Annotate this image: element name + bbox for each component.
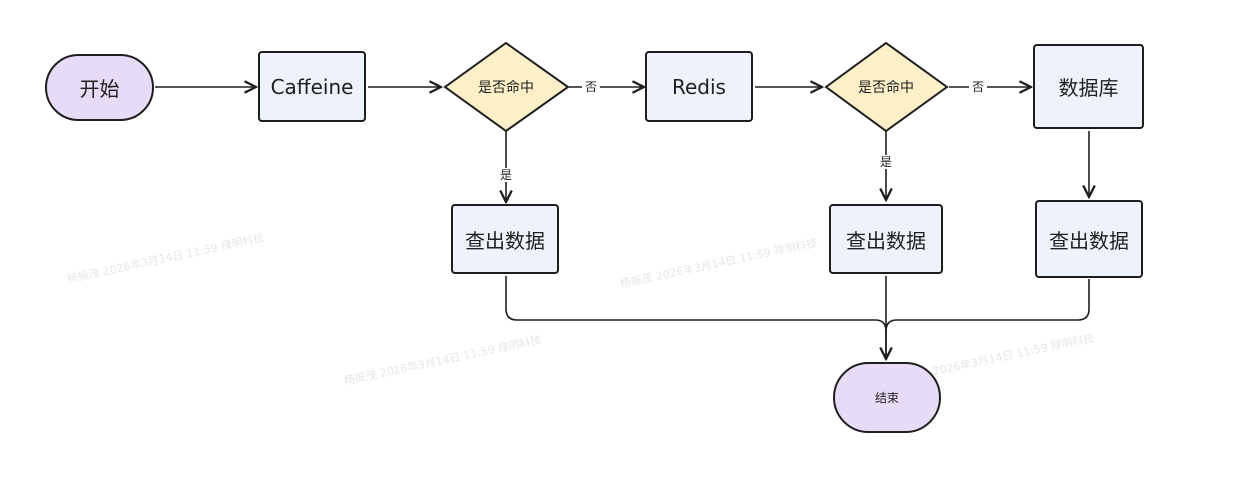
decision2-label[interactable]: 是否命中	[858, 80, 914, 96]
edge-label-d1-yes: 是	[497, 168, 516, 182]
edge-query3-end	[885, 279, 1090, 332]
end-node[interactable]: 结束	[833, 362, 941, 433]
edge-label-d2-yes: 是	[877, 155, 896, 169]
query3-node[interactable]: 查出数据	[1035, 200, 1143, 278]
decision1-diamond	[443, 41, 570, 133]
query1-node[interactable]: 查出数据	[451, 204, 559, 274]
edge-label-d1-no: 否	[582, 80, 601, 94]
caffeine-node[interactable]: Caffeine	[258, 51, 366, 122]
edge-label-d2-no: 否	[969, 80, 988, 94]
redis-node[interactable]: Redis	[645, 51, 753, 122]
start-node[interactable]: 开始	[45, 54, 154, 121]
decision2-diamond	[824, 41, 949, 133]
decision1-label[interactable]: 是否命中	[478, 80, 534, 96]
database-node[interactable]: 数据库	[1033, 44, 1144, 129]
query2-node[interactable]: 查出数据	[829, 204, 943, 274]
edge-query1-end	[505, 276, 886, 359]
